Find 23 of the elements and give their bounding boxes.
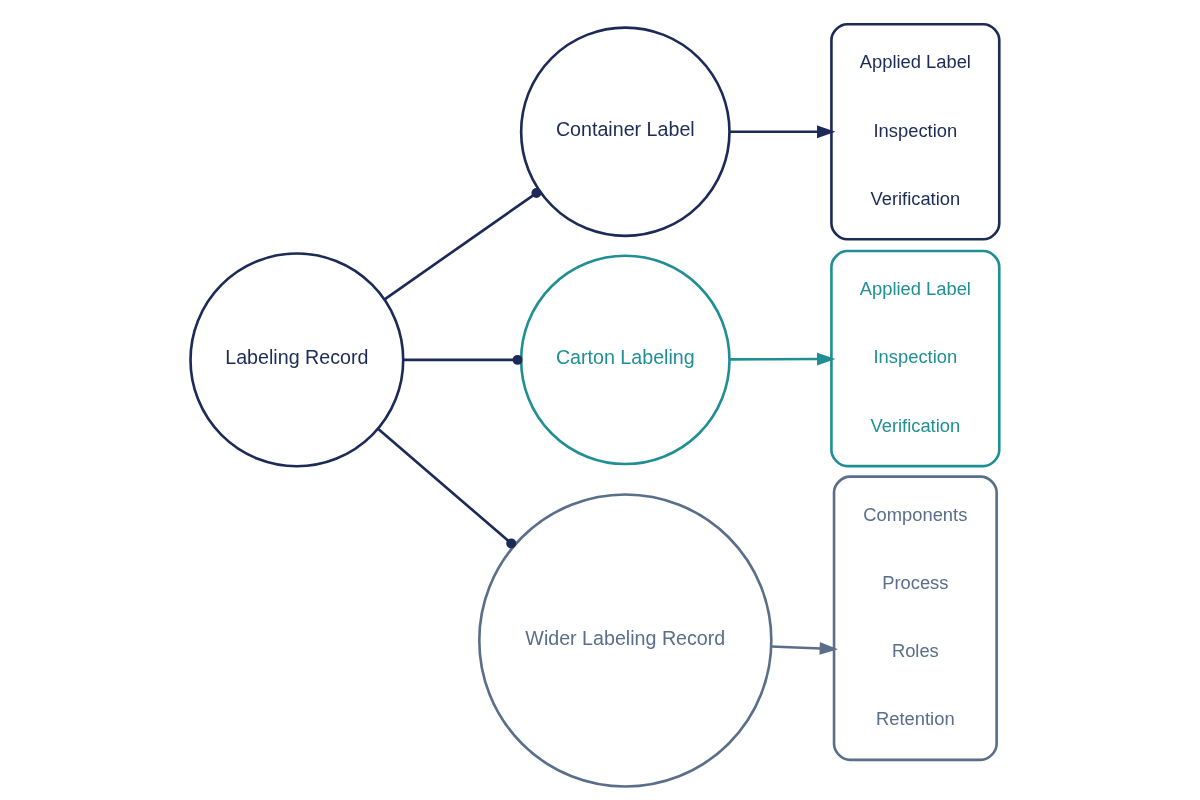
node-text: Inspection [873,119,958,141]
arrow [729,352,836,366]
node-text: Components [863,503,968,525]
connector [377,427,517,549]
node-text: Inspection [873,346,958,368]
node-text: Process [882,571,949,593]
node-text: Retention [876,708,955,730]
connector [403,354,523,365]
cluster [830,249,1001,468]
arrow [771,642,838,655]
node-circle: Container Label [519,26,731,238]
node-text: Verification [870,414,961,436]
node-circle: Carton Labeling [519,254,731,466]
node-text: Roles [891,640,939,662]
connector [383,188,542,301]
node-text: Applied Label [859,51,971,73]
node-circle: Wider Labeling Record [477,493,773,788]
cluster [830,22,1001,241]
node-circle: Labeling Record [189,252,405,468]
node-text: Applied Label [859,278,971,300]
cluster [832,475,998,762]
node-text: Verification [870,187,961,209]
arrow [729,125,836,139]
